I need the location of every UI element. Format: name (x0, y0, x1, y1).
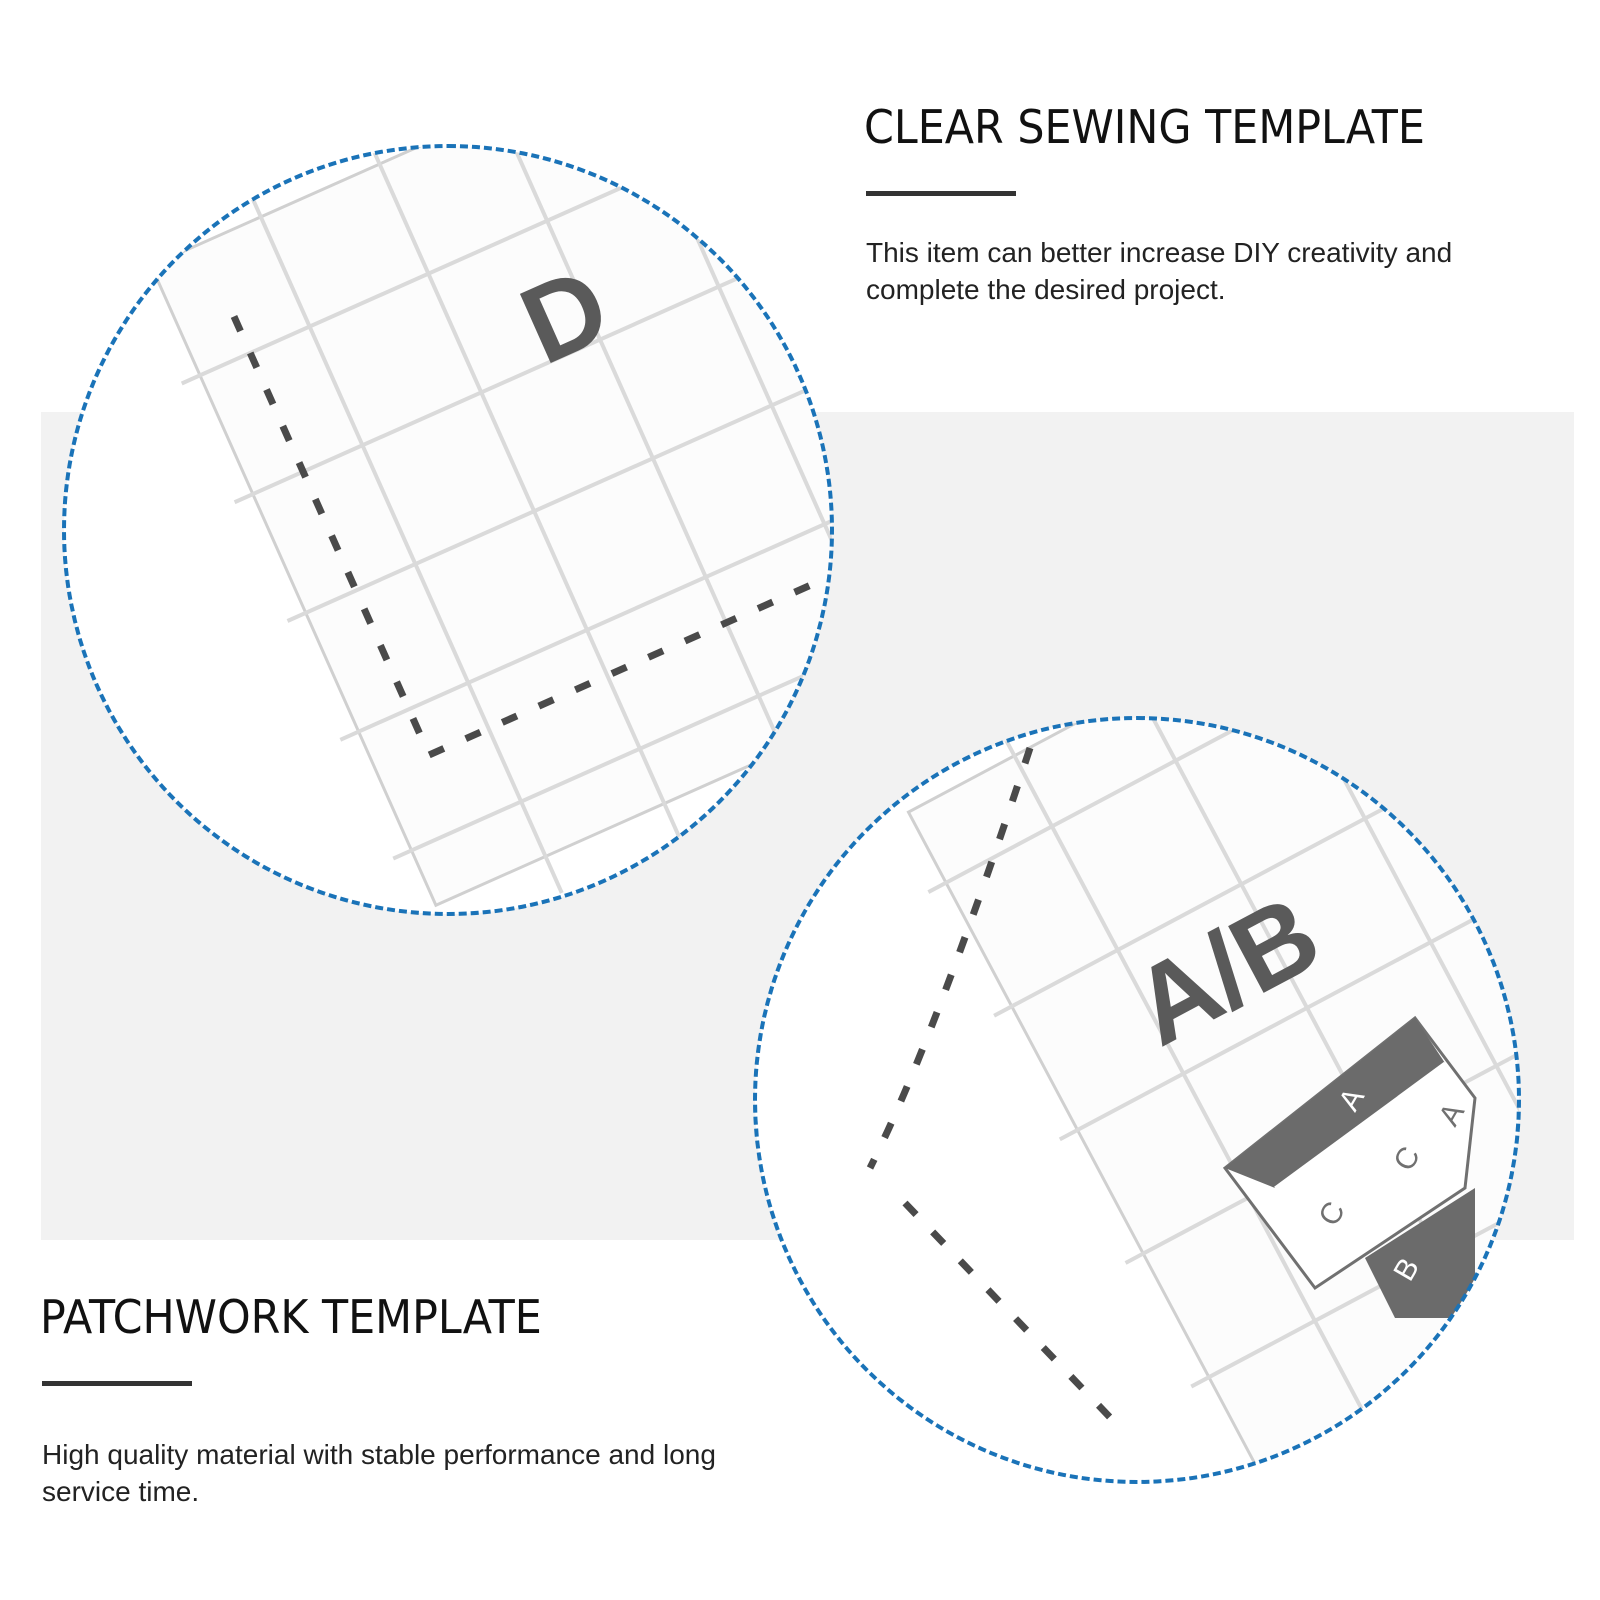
section-title-patchwork: PATCHWORK TEMPLATE (40, 1290, 542, 1344)
section-title-clear-sewing: CLEAR SEWING TEMPLATE (864, 100, 1425, 154)
dashed-ring-top (62, 144, 834, 916)
section-description-clear-sewing: This item can better increase DIY creati… (866, 237, 1453, 305)
title-underline (866, 191, 1016, 196)
dashed-ring-bottom (753, 716, 1521, 1484)
title-underline (42, 1381, 192, 1386)
section-description-patchwork: High quality material with stable perfor… (42, 1439, 716, 1507)
